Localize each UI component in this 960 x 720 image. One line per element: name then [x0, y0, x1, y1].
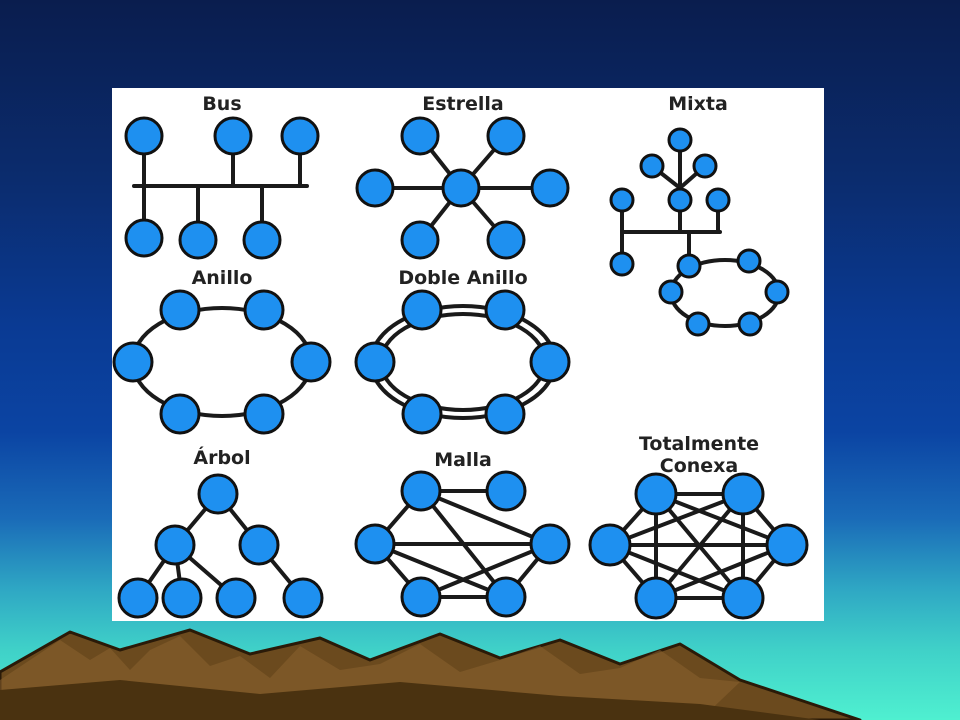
node	[484, 289, 526, 331]
node	[634, 472, 678, 516]
node	[667, 187, 693, 213]
node	[588, 523, 632, 567]
node	[159, 289, 201, 331]
title-anillo: Anillo	[192, 267, 253, 289]
title-conexa: Conexa	[660, 455, 739, 477]
node	[280, 116, 320, 156]
node	[401, 393, 443, 435]
node	[197, 473, 239, 515]
node	[721, 472, 765, 516]
node	[486, 116, 526, 156]
node	[400, 116, 440, 156]
node	[764, 279, 790, 305]
diagram-mixta	[609, 127, 790, 337]
title-bus: Bus	[202, 93, 241, 115]
diagram-doble-anillo	[354, 289, 571, 435]
node	[685, 311, 711, 337]
node	[400, 470, 442, 512]
node	[354, 523, 396, 565]
node	[124, 116, 164, 156]
node	[485, 470, 527, 512]
title-totalmente: Totalmente	[639, 433, 759, 455]
diagram-malla	[354, 470, 571, 618]
node	[401, 289, 443, 331]
title-arbol: Árbol	[193, 446, 250, 469]
node	[213, 116, 253, 156]
node	[159, 393, 201, 435]
node	[441, 168, 481, 208]
node	[737, 311, 763, 337]
node	[112, 341, 154, 383]
node	[282, 577, 324, 619]
node	[154, 524, 196, 566]
node	[639, 153, 665, 179]
node	[124, 218, 164, 258]
node	[354, 341, 396, 383]
title-mixta: Mixta	[668, 93, 728, 115]
node	[667, 127, 693, 153]
node	[238, 524, 280, 566]
node	[400, 576, 442, 618]
node	[178, 220, 218, 260]
node	[486, 220, 526, 260]
title-estrella: Estrella	[422, 93, 503, 115]
node	[765, 523, 809, 567]
node	[215, 577, 257, 619]
node	[485, 576, 527, 618]
node	[530, 168, 570, 208]
node	[721, 576, 765, 620]
node	[609, 251, 635, 277]
node	[609, 187, 635, 213]
diagram-anillo	[112, 289, 332, 435]
mountain-range	[0, 628, 862, 720]
title-malla: Malla	[434, 449, 492, 471]
node	[634, 576, 678, 620]
node	[355, 168, 395, 208]
node	[692, 153, 718, 179]
node	[242, 220, 282, 260]
topologies-svg: Bus Estrella Mixta Anillo Doble Anillo Á…	[112, 93, 809, 620]
node	[400, 220, 440, 260]
title-doble-anillo: Doble Anillo	[398, 267, 527, 289]
node	[243, 289, 285, 331]
node	[705, 187, 731, 213]
diagram-estrella	[355, 116, 570, 260]
node	[243, 393, 285, 435]
node	[529, 523, 571, 565]
diagram-totalmente-conexa	[588, 472, 809, 620]
node	[736, 248, 762, 274]
diagram-arbol	[117, 473, 324, 619]
node	[117, 577, 159, 619]
node	[290, 341, 332, 383]
node	[484, 393, 526, 435]
node	[658, 279, 684, 305]
network-topologies-figure: Bus Estrella Mixta Anillo Doble Anillo Á…	[112, 88, 824, 621]
node	[529, 341, 571, 383]
node	[161, 577, 203, 619]
node	[676, 253, 702, 279]
diagram-bus	[124, 116, 320, 260]
